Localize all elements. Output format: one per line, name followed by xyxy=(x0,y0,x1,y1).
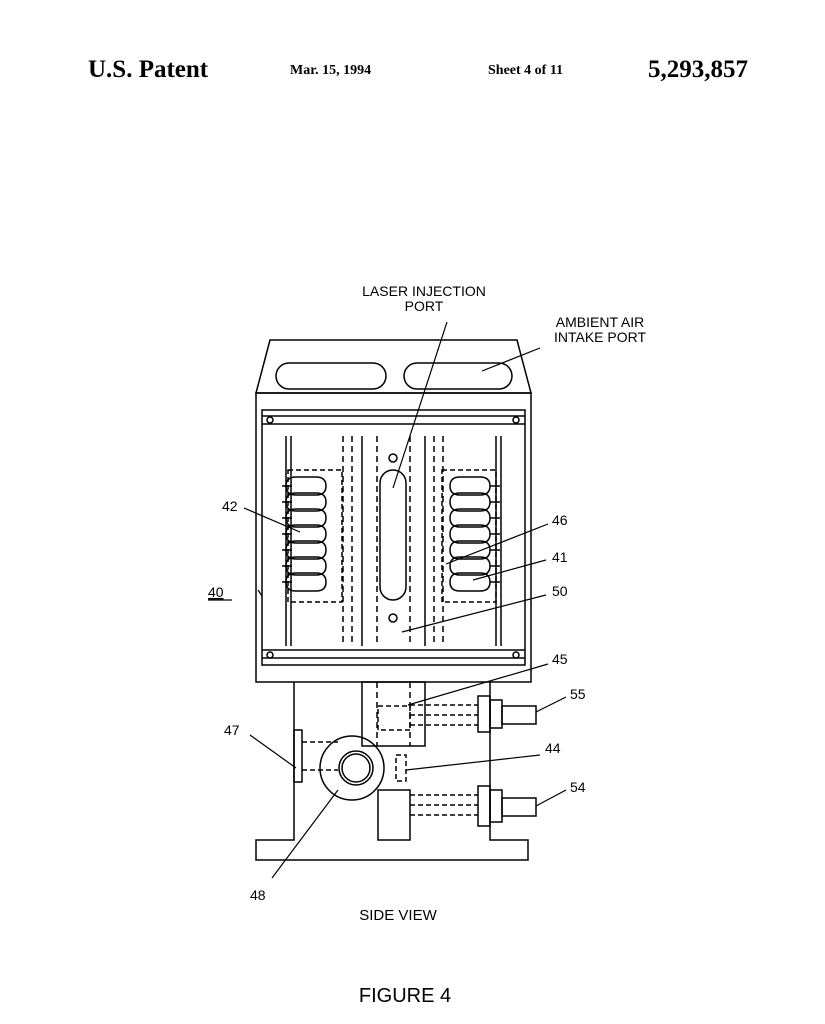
header-sheet: Sheet 4 of 11 xyxy=(488,63,564,78)
header-patent-number: 5,293,857 xyxy=(648,56,748,83)
air-intake-hood xyxy=(255,339,532,394)
lower-assembly xyxy=(255,681,529,861)
ref-47: 47 xyxy=(224,722,240,738)
header-date: Mar. 15, 1994 xyxy=(290,63,372,78)
header-title: U.S. Patent xyxy=(88,56,209,83)
ref-48: 48 xyxy=(250,887,266,903)
left-heater-coil xyxy=(282,469,343,603)
ref-46: 46 xyxy=(552,512,568,528)
ref-42: 42 xyxy=(222,498,238,514)
right-heater-coil xyxy=(441,469,500,603)
ref-54: 54 xyxy=(570,779,586,795)
lens-window xyxy=(319,735,407,801)
ref-50: 50 xyxy=(552,583,568,599)
callout-laser-line2: PORT xyxy=(405,298,444,314)
figure-caption: FIGURE 4 xyxy=(359,985,451,1007)
left-fixture xyxy=(293,729,338,783)
leader-lines xyxy=(208,321,567,879)
central-channel xyxy=(342,436,444,646)
callout-laser-line1: LASER INJECTION xyxy=(362,283,486,299)
view-caption: SIDE VIEW xyxy=(359,907,437,924)
callout-air-line2: INTAKE PORT xyxy=(554,329,647,345)
bolt-upper xyxy=(410,695,537,733)
ref-44: 44 xyxy=(545,740,561,756)
ref-41: 41 xyxy=(552,549,568,565)
ref-40: 40 xyxy=(208,584,224,600)
ref-55: 55 xyxy=(570,686,586,702)
ref-45: 45 xyxy=(552,651,568,667)
bolt-lower xyxy=(410,785,537,827)
callout-air-line1: AMBIENT AIR xyxy=(556,314,644,330)
